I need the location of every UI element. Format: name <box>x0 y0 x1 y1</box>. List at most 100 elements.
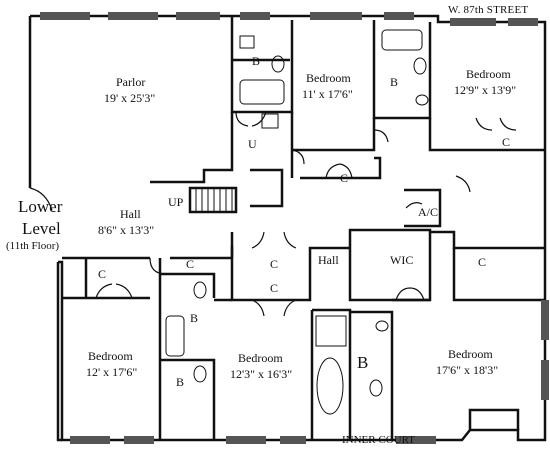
door-swing <box>475 117 493 131</box>
bedroom-5-dim: 17'6" x 18'3" <box>436 363 499 377</box>
wall <box>430 230 545 250</box>
window <box>70 436 110 444</box>
sink <box>193 365 207 383</box>
window <box>508 18 538 26</box>
sink <box>239 35 255 49</box>
level-line-1: Lower <box>18 197 63 216</box>
window <box>40 12 90 20</box>
wall <box>160 358 216 440</box>
toilet <box>369 379 383 397</box>
closet-label: C <box>186 257 195 271</box>
closet-label: C <box>270 257 279 271</box>
level-floor: (11th Floor) <box>6 240 60 252</box>
wall <box>428 118 545 152</box>
bath-label: B <box>390 75 399 89</box>
door-swing <box>251 231 265 249</box>
toilet <box>413 57 427 75</box>
window <box>176 12 220 20</box>
door-swing <box>283 299 297 317</box>
closet-label: C <box>98 267 107 281</box>
door-swing <box>115 283 133 299</box>
wall <box>150 112 234 184</box>
door-swing <box>373 129 389 143</box>
bathtub <box>239 79 285 105</box>
wall <box>372 20 432 120</box>
bedroom-1-dim: 11' x 17'6" <box>302 87 353 101</box>
hall-main-dim: 8'6" x 13'3" <box>98 223 155 237</box>
parlor-name: Parlor <box>116 75 146 89</box>
utility-label: U <box>248 137 257 151</box>
bedroom-4-dim: 12'3" x 16'3" <box>230 367 293 381</box>
wall <box>160 272 216 298</box>
utility-appliance <box>261 113 279 129</box>
wall <box>292 118 376 152</box>
bath-label: B <box>252 54 261 68</box>
window <box>280 436 306 444</box>
closet-label: C <box>340 171 349 185</box>
door-swing <box>325 163 341 179</box>
closet-label: C <box>270 281 279 295</box>
window <box>450 18 496 26</box>
door-swing <box>283 231 297 249</box>
stairs-up-label: UP <box>168 195 184 209</box>
wic-name: WIC <box>390 253 414 267</box>
closet-label: C <box>478 255 487 269</box>
wall <box>250 168 284 208</box>
oval-tub <box>316 357 344 415</box>
bedroom-3-dim: 12' x 17'6" <box>86 365 138 379</box>
bedroom-2-dim: 12'9" x 13'9" <box>454 83 517 97</box>
window <box>396 436 436 444</box>
bath-label: B <box>176 375 185 389</box>
toilet <box>193 281 207 299</box>
door-swing <box>149 257 167 275</box>
wall <box>230 246 350 302</box>
door-swing <box>395 287 411 301</box>
window <box>541 300 549 340</box>
window <box>240 12 270 20</box>
door-swing <box>291 149 305 165</box>
court-label: INNER COURT <box>342 434 415 446</box>
wall <box>350 310 394 440</box>
window <box>226 436 266 444</box>
door-swing <box>339 163 353 179</box>
wall <box>300 156 382 180</box>
bedroom-1-name: Bedroom <box>306 71 351 85</box>
door-swing <box>235 111 249 127</box>
wall <box>230 16 294 114</box>
outer-wall-left-lower <box>56 262 62 442</box>
bathtub <box>165 315 185 357</box>
shower <box>315 315 347 347</box>
level-line-2: Level <box>22 219 61 238</box>
door-swing <box>251 299 265 317</box>
door-swing <box>29 187 53 211</box>
wall <box>188 186 238 214</box>
sink <box>415 94 429 106</box>
hall-lower-name: Hall <box>318 253 339 267</box>
street-label: W. 87th STREET <box>448 4 529 16</box>
door-swing <box>405 202 423 209</box>
door-swing <box>455 175 471 193</box>
outer-wall <box>30 14 547 442</box>
closet-label: C <box>502 135 511 149</box>
bedroom-2-name: Bedroom <box>466 67 511 81</box>
wall <box>404 188 442 228</box>
bathtub <box>381 29 423 51</box>
ac-label: A/C <box>418 205 439 219</box>
hall-main-name: Hall <box>120 207 141 221</box>
toilet <box>271 55 285 73</box>
sink <box>375 320 389 332</box>
bedroom-3-name: Bedroom <box>88 349 133 363</box>
window <box>108 12 158 20</box>
parlor-dim: 19' x 25'3" <box>104 91 156 105</box>
bedroom-4-name: Bedroom <box>238 351 283 365</box>
wall <box>312 308 352 440</box>
bath-label-large: B <box>357 353 369 372</box>
wall <box>452 248 545 302</box>
bedroom-5-name: Bedroom <box>448 347 493 361</box>
bath-label: B <box>190 311 199 325</box>
window <box>384 12 414 20</box>
door-swing <box>499 117 517 131</box>
window <box>541 360 549 400</box>
